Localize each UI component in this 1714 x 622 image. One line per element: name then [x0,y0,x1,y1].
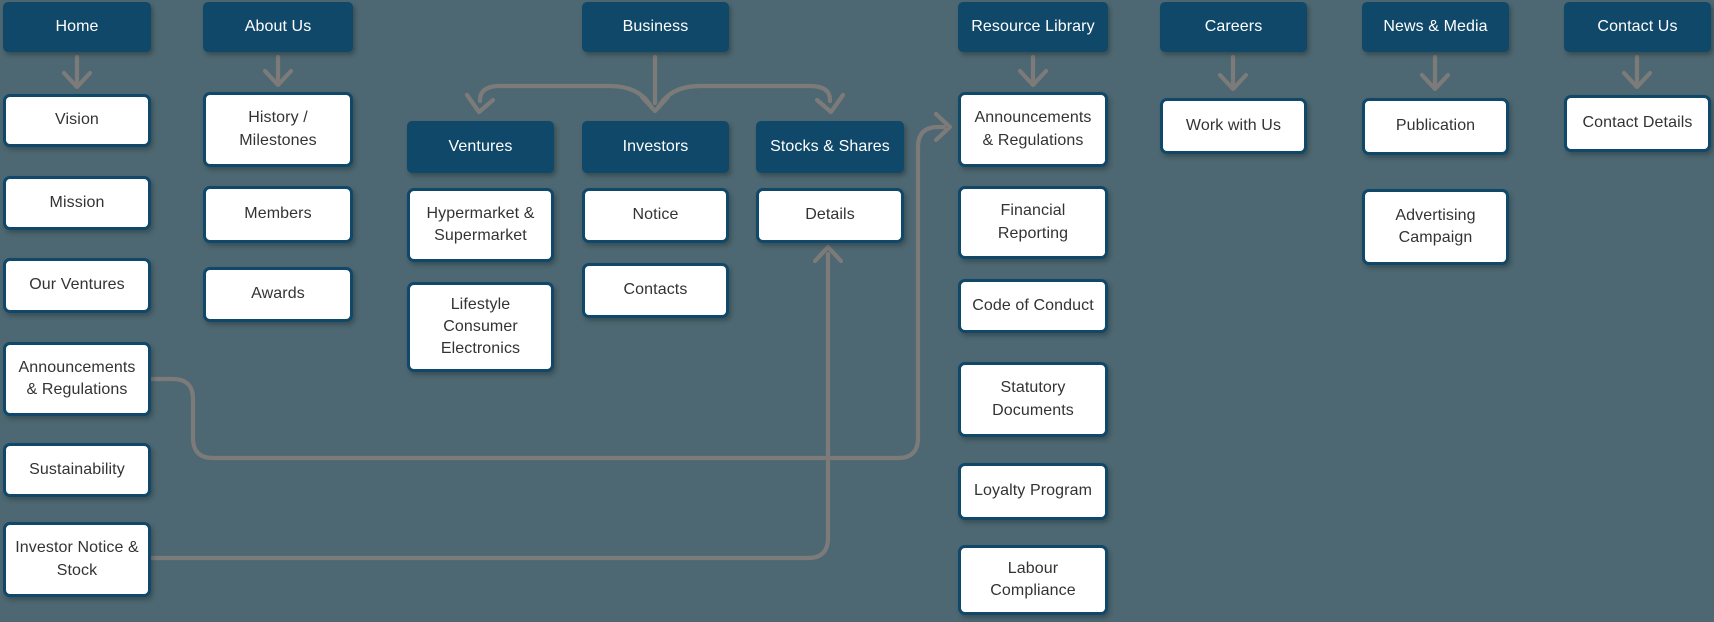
node-work-with-us[interactable]: Work with Us [1160,98,1307,154]
node-hypermarket-supermarket[interactable]: Hypermarket & Supermarket [407,188,554,262]
connector-newsmedia-publication [1419,54,1451,92]
node-code-of-conduct[interactable]: Code of Conduct [958,279,1108,333]
connector-business-stocksshares [655,83,846,115]
node-notice[interactable]: Notice [582,188,729,243]
node-contact-details[interactable]: Contact Details [1564,95,1711,152]
node-investors[interactable]: Investors [582,121,729,173]
node-statutory-documents[interactable]: Statutory Documents [958,362,1108,437]
node-financial-reporting[interactable]: Financial Reporting [958,186,1108,259]
node-resource-library[interactable]: Resource Library [958,2,1108,52]
connector-careers-workwithus [1217,54,1249,92]
node-our-ventures[interactable]: Our Ventures [3,258,151,313]
connector-business-investors [639,54,671,114]
node-lifestyle-consumer-electronics[interactable]: Lifestyle Consumer Electronics [407,282,554,372]
node-advertising-campaign[interactable]: Advertising Campaign [1362,189,1509,265]
node-sustainability[interactable]: Sustainability [3,443,151,497]
node-about-us[interactable]: About Us [203,2,353,52]
node-announcements-regulations-home[interactable]: Announcements & Regulations [3,342,151,416]
connector-investornotice-crosslink [148,244,844,561]
node-labour-compliance[interactable]: Labour Compliance [958,545,1108,615]
connector-contactus-contactdetails [1621,54,1653,90]
node-stocks-shares[interactable]: Stocks & Shares [756,121,904,173]
node-business[interactable]: Business [582,2,729,52]
node-ventures[interactable]: Ventures [407,121,554,173]
node-awards[interactable]: Awards [203,267,353,322]
node-contacts[interactable]: Contacts [582,263,729,318]
node-loyalty-program[interactable]: Loyalty Program [958,463,1108,520]
node-publication[interactable]: Publication [1362,98,1509,155]
node-history-milestones[interactable]: History / Milestones [203,92,353,167]
node-investor-notice-stock[interactable]: Investor Notice & Stock [3,522,151,597]
node-home[interactable]: Home [3,2,151,52]
node-vision[interactable]: Vision [3,94,151,147]
node-announcements-regulations-rl[interactable]: Announcements & Regulations [958,92,1108,167]
node-members[interactable]: Members [203,186,353,243]
connector-business-ventures [464,83,655,115]
node-news-media[interactable]: News & Media [1362,2,1509,52]
connector-announcements-crosslink [148,111,953,461]
node-details[interactable]: Details [756,188,904,243]
node-careers[interactable]: Careers [1160,2,1307,52]
connector-aboutus-history [262,54,294,88]
connector-home-vision [61,54,93,90]
node-mission[interactable]: Mission [3,176,151,230]
node-contact-us[interactable]: Contact Us [1564,2,1711,52]
connector-resourcelibrary-announcements [1017,54,1049,88]
